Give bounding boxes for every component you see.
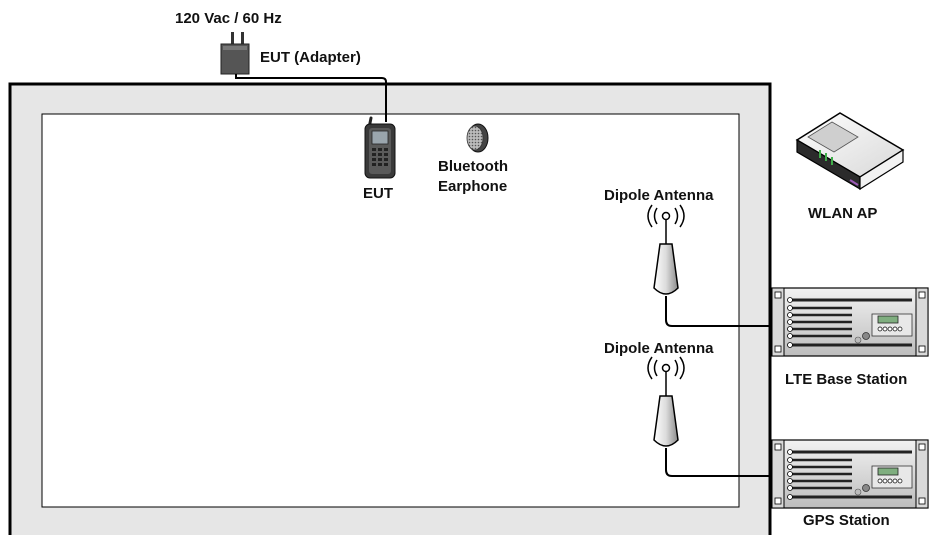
power-adapter-icon (220, 32, 250, 75)
dipole-antenna-1-label: Dipole Antenna (604, 187, 714, 204)
wlan-ap-label: WLAN AP (808, 205, 877, 222)
dipole-antenna-icon (647, 356, 685, 447)
earphone-icon (466, 123, 489, 153)
power-source-label: 120 Vac / 60 Hz (175, 10, 282, 27)
rack-station-icon (771, 439, 929, 509)
wireless-router-icon (795, 112, 905, 191)
eut-label: EUT (363, 185, 393, 202)
antenna-2-cable (665, 448, 790, 477)
bluetooth-earphone-label-line2: Earphone (438, 178, 507, 195)
shielded-chamber (8, 82, 772, 535)
rack-station-icon (771, 287, 929, 357)
bluetooth-earphone-label-line1: Bluetooth (438, 158, 508, 175)
antenna-1-cable (665, 296, 790, 327)
adapter-label: EUT (Adapter) (260, 49, 361, 66)
adapter-cable (235, 74, 387, 122)
gps-station-label: GPS Station (803, 512, 890, 529)
lte-base-station-label: LTE Base Station (785, 371, 907, 388)
mobile-phone-icon (364, 116, 396, 179)
dipole-antenna-2-label: Dipole Antenna (604, 340, 714, 357)
dipole-antenna-icon (647, 204, 685, 295)
